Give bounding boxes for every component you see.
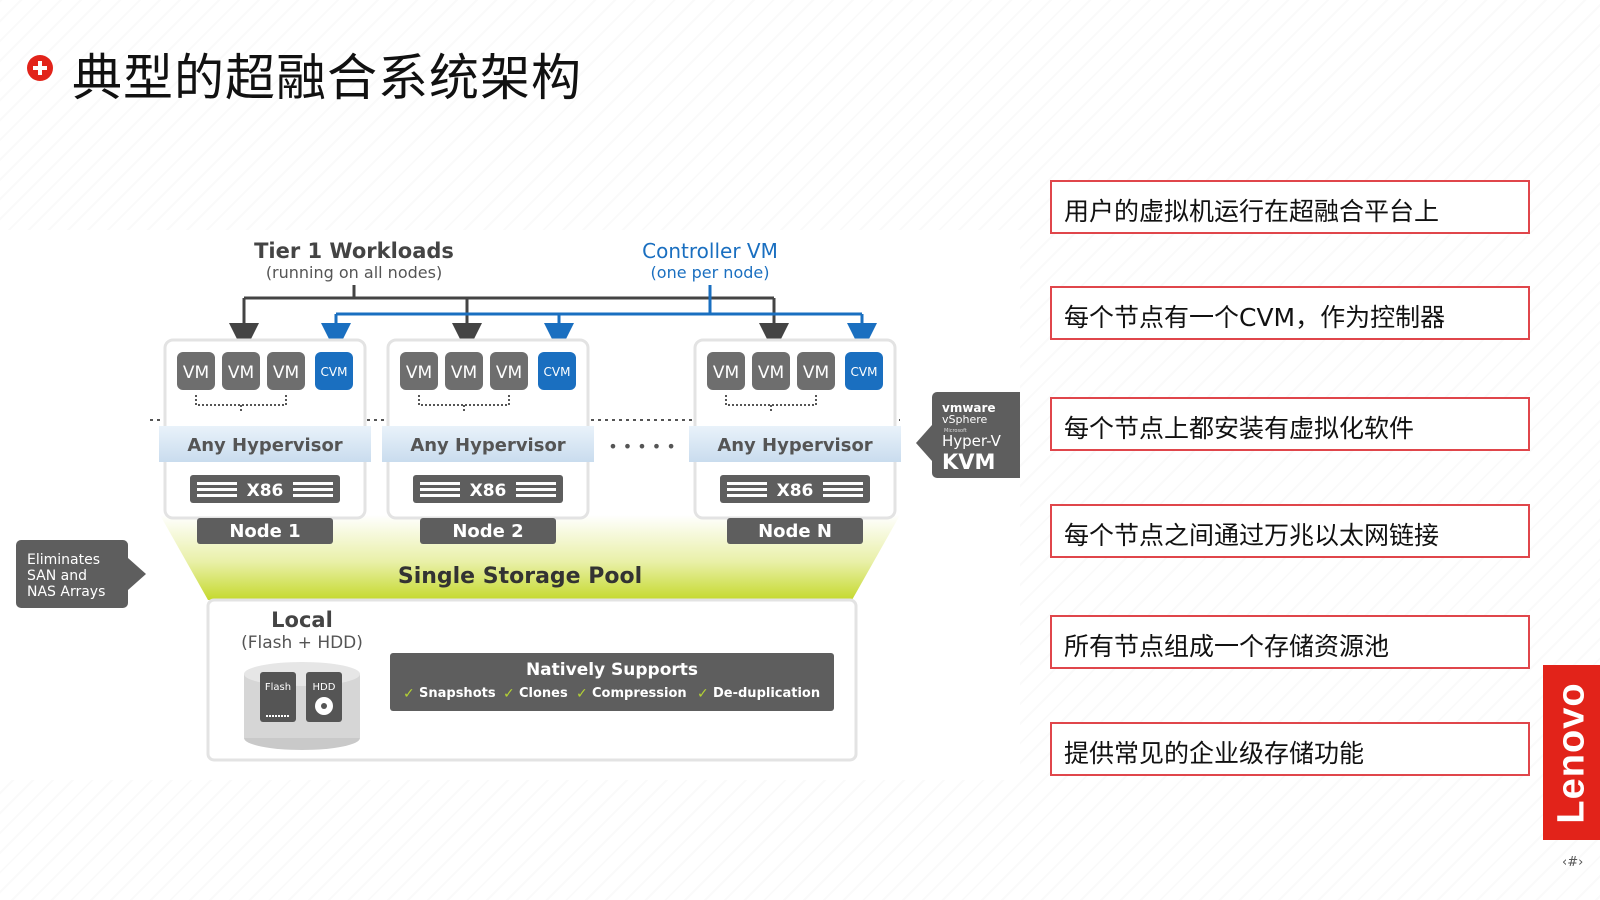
controller-connectors: [321, 285, 877, 353]
diagram-text: Natively Supports: [526, 660, 698, 680]
diagram-text: VM: [273, 363, 299, 383]
diagram-text: X86: [777, 481, 814, 501]
diagram-text: Flash: [265, 682, 291, 693]
controller-title: Controller VM: [642, 239, 778, 263]
eliminates-box: Eliminates SAN and NAS Arrays: [16, 540, 146, 608]
diagram-text: X86: [247, 481, 284, 501]
nodes-ellipsis: • • • • •: [608, 437, 676, 456]
check-icon: ✓: [576, 686, 588, 702]
hypervisor-bar: [159, 426, 371, 462]
check-icon: ✓: [403, 686, 415, 702]
vm-icon: VM: [222, 352, 260, 390]
node-label-box: [420, 518, 556, 544]
tier1-subtitle: (running on all nodes): [266, 263, 442, 282]
storage-pool-label: Single Storage Pool: [398, 564, 642, 589]
natively-supports-box: Natively Supports ✓ Snapshots ✓ Clones ✓…: [390, 653, 834, 711]
diagram-text: X86: [470, 481, 507, 501]
diagram-text: CVM: [321, 365, 348, 379]
diagram-text: VM: [803, 363, 829, 383]
hypervisor-label: Any Hypervisor: [717, 435, 872, 456]
diagram-text: VM: [406, 363, 432, 383]
callout-2: 每个节点有一个CVM，作为控制器: [1050, 286, 1530, 340]
local-subtitle: (Flash + HDD): [241, 633, 363, 653]
hci-architecture-diagram: Single Storage Pool Tier 1 Workloads (ru…: [0, 230, 1027, 780]
diagram-text: VM: [183, 363, 209, 383]
storage-pool-funnel: [160, 515, 900, 600]
vm-icon: VM: [267, 352, 305, 390]
diagram-text: VM: [713, 363, 739, 383]
workload-connectors: [229, 285, 789, 353]
node-2: VM VM VM CVM Any Hypervisor X86 Node 2: [382, 338, 594, 544]
node-label: Node 2: [452, 521, 523, 542]
diagram-text: VM: [451, 363, 477, 383]
diagram-text: NAS Arrays: [27, 584, 105, 600]
vm-icon: VM: [707, 352, 745, 390]
flash-drive-icon: Flash: [260, 672, 296, 722]
x86-chip: X86: [190, 475, 340, 503]
check-icon: ✓: [503, 686, 515, 702]
microsoft-label: Microsoft: [944, 428, 967, 434]
tier1-title: Tier 1 Workloads: [254, 239, 454, 263]
cvm-icon: CVM: [538, 352, 576, 390]
node-label-box: [727, 518, 863, 544]
vm-icon: VM: [177, 352, 215, 390]
vm-icon: VM: [752, 352, 790, 390]
hypervisor-bar: [689, 426, 901, 462]
x86-chip: X86: [413, 475, 563, 503]
vsphere-label: vSphere: [942, 413, 987, 426]
diagram-text: VM: [758, 363, 784, 383]
diagram-text: VM: [496, 363, 522, 383]
diagram-svg: Single Storage Pool Tier 1 Workloads (ru…: [16, 239, 1027, 762]
lenovo-logo: Lenovo: [1543, 665, 1600, 840]
slide-title: 典型的超融合系统架构: [72, 49, 582, 107]
feature-clones: Clones: [519, 686, 568, 701]
node-label-box: [197, 518, 333, 544]
check-icon: ✓: [697, 686, 709, 702]
node-label: Node N: [758, 521, 832, 542]
page-number: ‹#›: [1562, 855, 1584, 870]
callout-6: 提供常见的企业级存储功能: [1050, 722, 1530, 776]
feature-compression: Compression: [592, 686, 687, 701]
hypervisor-label: Any Hypervisor: [410, 435, 565, 456]
x86-chip: X86: [720, 475, 870, 503]
callout-1: 用户的虚拟机运行在超融合平台上: [1050, 180, 1530, 234]
local-title: Local: [271, 608, 333, 632]
hyperv-label: Hyper-V: [942, 432, 1002, 450]
vm-icon: VM: [797, 352, 835, 390]
diagram-text: HDD: [313, 682, 336, 693]
cvm-icon: CVM: [315, 352, 353, 390]
vm-icon: VM: [445, 352, 483, 390]
node-label: Node 1: [229, 521, 300, 542]
local-storage-panel: Local (Flash + HDD) Flash HDD Natively S…: [206, 598, 858, 762]
callout-5: 所有节点组成一个存储资源池: [1050, 615, 1530, 669]
feature-deduplication: De-duplication: [713, 686, 820, 701]
hypervisor-vendors-box: vmware vSphere Microsoft Hyper-V KVM: [916, 392, 1027, 478]
plus-bullet-icon: [27, 55, 53, 81]
controller-subtitle: (one per node): [651, 263, 770, 282]
cvm-icon: CVM: [845, 352, 883, 390]
diagram-text: Eliminates: [27, 552, 100, 568]
node-1: VM VM VM CVM Any Hypervisor X86 Node 1: [159, 338, 371, 544]
diagram-text: CVM: [851, 365, 878, 379]
callout-4: 每个节点之间通过万兆以太网链接: [1050, 504, 1530, 558]
diagram-text: CVM: [544, 365, 571, 379]
hypervisor-bar: [382, 426, 594, 462]
node-n: VM VM VM CVM Any Hypervisor X86 Node N: [689, 338, 901, 544]
diagram-text: VM: [228, 363, 254, 383]
vm-icon: VM: [400, 352, 438, 390]
kvm-label: KVM: [942, 450, 995, 474]
diagram-text: SAN and: [27, 568, 87, 584]
hdd-icon: HDD: [306, 672, 342, 722]
callout-3: 每个节点上都安装有虚拟化软件: [1050, 397, 1530, 451]
vm-icon: VM: [490, 352, 528, 390]
hypervisor-label: Any Hypervisor: [187, 435, 342, 456]
disk-stack-icon: Flash HDD: [244, 662, 360, 750]
feature-snapshots: Snapshots: [419, 686, 496, 701]
vmware-logo: vmware: [942, 401, 996, 415]
